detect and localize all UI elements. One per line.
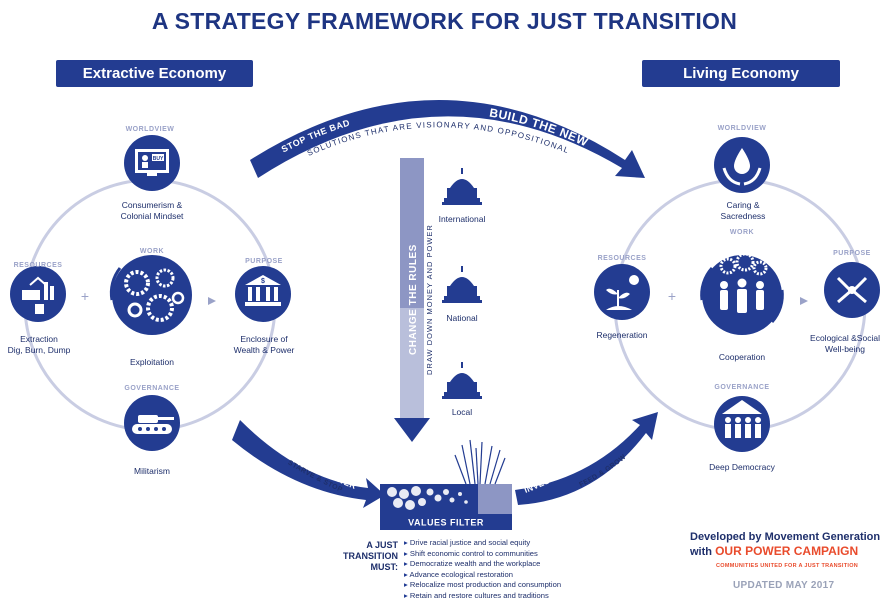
work-cycle-arrow-right-2: [770, 289, 784, 324]
list-item: Advance ecological restoration: [404, 570, 574, 581]
list-item: Retain and restore cultures and traditio…: [404, 591, 574, 602]
ext-worldview-tag: WORLDVIEW: [125, 126, 175, 133]
ext-resources-label: Extraction Dig, Burn, Dump: [0, 334, 80, 356]
our-power-campaign: OUR POWER CAMPAIGN: [715, 544, 859, 558]
liv-work-label: Cooperation: [718, 352, 766, 362]
invest-arrow: [515, 412, 658, 505]
liv-resources-label: Regeneration: [596, 330, 648, 340]
credit-sub: COMMUNITIES UNITED FOR A JUST TRANSITION: [716, 563, 859, 569]
level-international: International: [439, 214, 486, 224]
updated-date: UPDATED MAY 2017: [733, 580, 835, 591]
ext-worldview-line1: Consumerism &: [121, 200, 183, 210]
ext-work-label: Exploitation: [130, 357, 174, 367]
change-rules-bar-mid: [400, 158, 424, 308]
draw-down-text: DRAW DOWN MONEY AND POWER: [425, 224, 434, 375]
bank-icon: $: [235, 266, 291, 322]
cooperation-people-icon: [702, 252, 782, 335]
top-arc-arrow: [250, 100, 645, 178]
svg-text:$: $: [261, 278, 265, 285]
list-item: Relocalize most production and consumpti…: [404, 580, 574, 591]
values-filter-label: VALUES FILTER: [408, 518, 484, 528]
credit-with: with: [690, 546, 712, 558]
capitol-local-icon: [442, 362, 482, 399]
extractive-economy-banner: Extractive Economy: [56, 60, 253, 87]
list-item: Shift economic control to communities: [404, 549, 574, 560]
liv-purpose-line1: Ecological &Social: [810, 333, 880, 343]
arrow-to-purpose-right: [800, 297, 808, 305]
capitol-national-icon: [442, 266, 482, 303]
sprout-sun-icon: [594, 264, 650, 320]
capitol-international-icon: [442, 168, 482, 205]
liv-worldview-line1: Caring &: [726, 200, 760, 210]
values-filter-box: VALUES FILTER: [380, 439, 512, 530]
work-cycle-arrow-left: [109, 267, 122, 301]
extraction-icon: [10, 266, 66, 322]
credit-block: Developed by Movement Generation with OU…: [690, 530, 885, 573]
level-local: Local: [452, 407, 472, 417]
must-line3: MUST:: [370, 562, 399, 572]
change-rules-text: CHANGE THE RULES: [408, 244, 419, 355]
liv-governance-label: Deep Democracy: [709, 462, 775, 472]
page-title: A STRATEGY FRAMEWORK FOR JUST TRANSITION: [151, 8, 738, 34]
living-economy-banner: Living Economy: [642, 60, 840, 87]
gears-icon: [112, 255, 192, 335]
change-rules-arrowhead: [394, 418, 430, 442]
liv-governance-tag: GOVERNANCE: [714, 384, 770, 391]
ext-governance-tag: GOVERNANCE: [124, 385, 180, 392]
ext-resources-line1: Extraction: [20, 334, 58, 344]
work-cycle-arrow-right: [700, 266, 714, 301]
liv-worldview-tag: WORLDVIEW: [717, 125, 767, 132]
plus-right: +: [668, 288, 676, 304]
tv-buy-icon: BUY: [124, 135, 180, 191]
liv-purpose-line2: Well-being: [824, 344, 865, 354]
arrow-to-purpose-left: [208, 297, 216, 305]
liv-resources-tag: RESOURCES: [597, 255, 647, 262]
liv-worldview-line2: Sacredness: [720, 211, 766, 221]
plus-left: +: [81, 288, 89, 304]
just-transition-list: Drive racial justice and social equity S…: [404, 538, 574, 602]
hands-drop-icon: [714, 137, 770, 193]
ext-worldview-line2: Colonial Mindset: [120, 211, 184, 221]
ext-purpose-tag: PURPOSE: [245, 258, 283, 265]
ext-purpose-line1: Enclosure of: [240, 334, 288, 344]
liv-purpose-label: Ecological &Social Well-being: [802, 333, 888, 355]
liv-purpose-tag: PURPOSE: [833, 250, 871, 257]
must-line1: A JUST: [366, 540, 398, 550]
list-item: Democratize wealth and the workplace: [404, 559, 574, 570]
liv-work-tag: WORK: [729, 229, 755, 236]
house-people-icon: [714, 396, 770, 452]
ext-work-tag: WORK: [139, 248, 165, 255]
ext-governance-label: Militarism: [134, 466, 170, 476]
list-item: Drive racial justice and social equity: [404, 538, 574, 549]
ext-resources-tag: RESOURCES: [13, 262, 63, 269]
divest-arrow: [232, 420, 385, 508]
ext-purpose-label: Enclosure of Wealth & Power: [222, 334, 306, 356]
level-national: National: [446, 313, 477, 323]
tv-buy-text: BUY: [153, 156, 164, 162]
credit-line1: Developed by Movement Generation: [690, 531, 881, 543]
ext-purpose-line2: Wealth & Power: [233, 345, 295, 355]
ext-resources-line2: Dig, Burn, Dump: [7, 345, 71, 355]
tank-icon: [124, 395, 180, 451]
just-transition-heading: A JUST TRANSITION MUST:: [340, 540, 398, 573]
liv-worldview-label: Caring & Sacredness: [698, 200, 788, 222]
must-line2: TRANSITION: [343, 551, 398, 561]
credit-line2: with OUR POWER CAMPAIGN: [690, 544, 885, 559]
wellbeing-icon: [824, 262, 880, 318]
ext-worldview-label: Consumerism & Colonial Mindset: [100, 200, 204, 222]
